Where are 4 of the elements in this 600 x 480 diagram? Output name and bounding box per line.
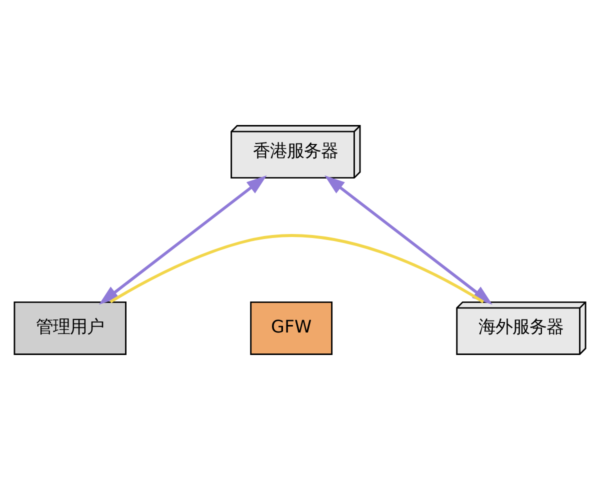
connector xyxy=(110,234,484,304)
arrow xyxy=(98,175,267,305)
node-box: 管理用户 xyxy=(14,301,126,355)
node-box: GFW xyxy=(250,301,333,355)
